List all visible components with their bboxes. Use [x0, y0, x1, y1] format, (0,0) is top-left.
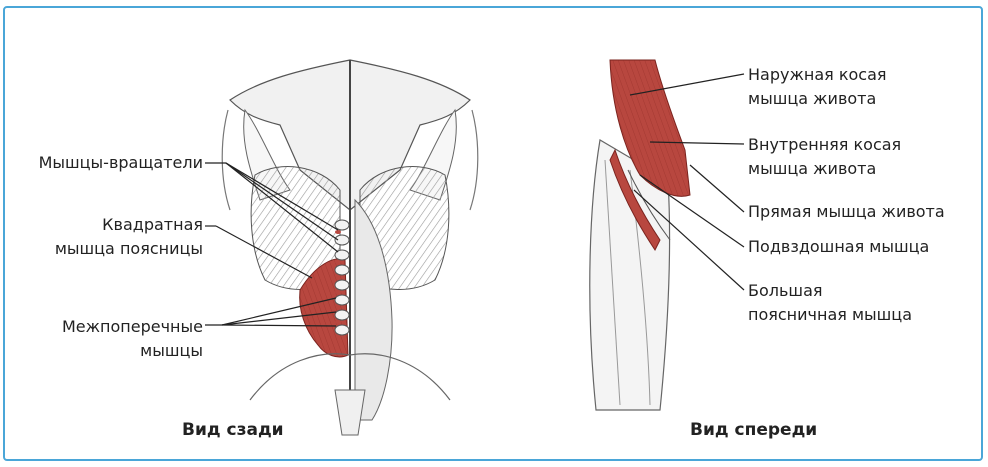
label-intertransverse-line2: мышцы [140, 340, 203, 362]
label-psoas-major-line1: Большая [748, 280, 823, 302]
front-view-illustration [590, 60, 690, 410]
back-view-illustration [222, 60, 478, 435]
label-external-oblique-line1: Наружная косая [748, 64, 887, 86]
label-rotators: Мышцы-вращатели [39, 152, 203, 174]
label-rectus-abdominis: Прямая мышца живота [748, 201, 945, 223]
label-iliacus: Подвздошная мышца [748, 236, 929, 258]
label-internal-oblique-line1: Внутренняя косая [748, 134, 901, 156]
sacrum [335, 390, 365, 435]
caption-back-view: Вид сзади [182, 420, 284, 440]
label-quadratus-lumborum-line1: Квадратная [102, 214, 203, 236]
label-internal-oblique-line2: мышца живота [748, 158, 876, 180]
label-intertransverse-line1: Межпоперечные [62, 316, 203, 338]
caption-front-view: Вид спереди [690, 420, 817, 440]
label-quadratus-lumborum-line2: мышца поясницы [55, 238, 203, 260]
label-psoas-major-line2: поясничная мышца [748, 304, 912, 326]
label-external-oblique-line2: мышца живота [748, 88, 876, 110]
